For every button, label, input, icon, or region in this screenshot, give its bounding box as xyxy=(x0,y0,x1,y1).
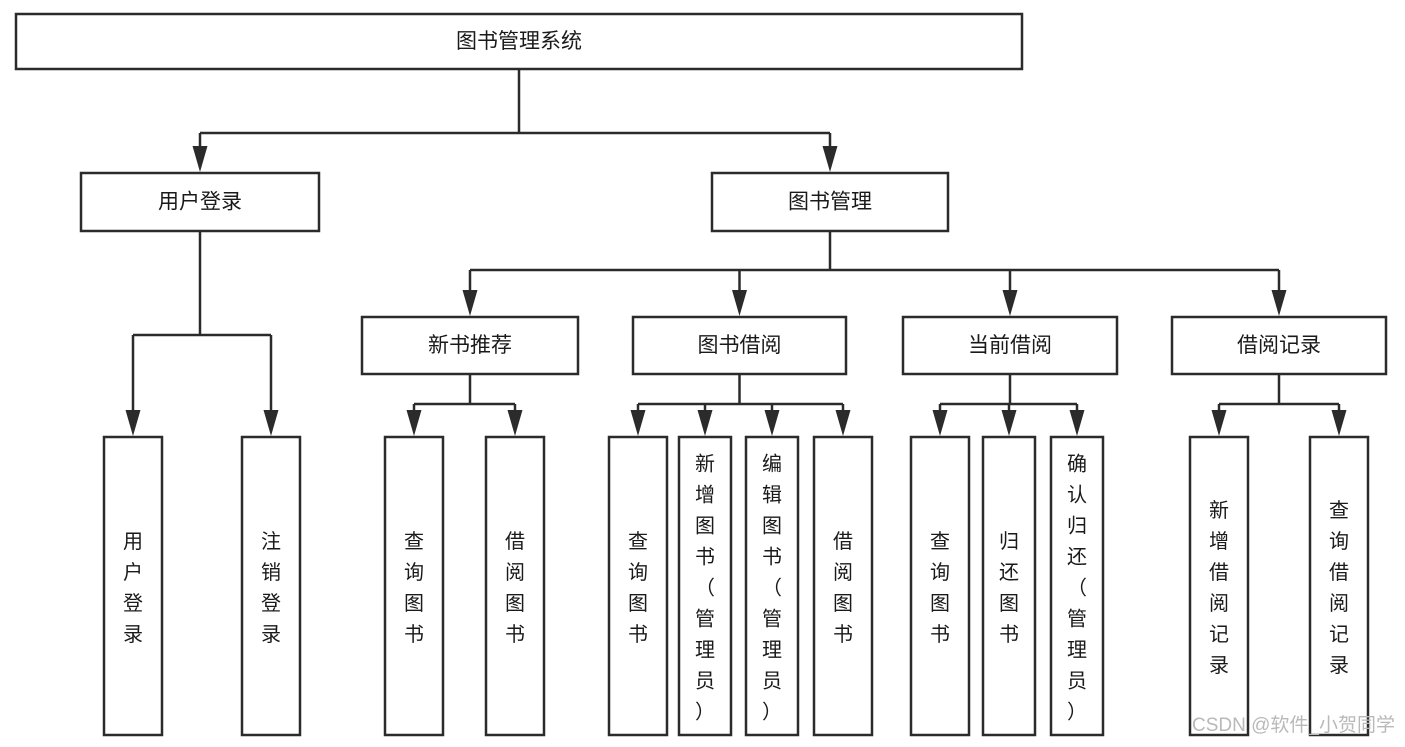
arrow-head-icon xyxy=(263,410,279,436)
node-label: 新书推荐 xyxy=(428,334,512,357)
arrow-head-icon xyxy=(462,290,478,316)
node-label: 注销登录 xyxy=(261,530,281,646)
arrow-head-icon xyxy=(932,410,948,436)
node-box[interactable] xyxy=(812,435,874,737)
node-box[interactable] xyxy=(360,315,580,376)
node-box[interactable] xyxy=(383,435,445,737)
node-l2_a[interactable]: 新书推荐 xyxy=(360,315,580,376)
arrow-head-icon xyxy=(1002,290,1018,316)
node-leaf_04[interactable]: 借阅图书 xyxy=(484,435,546,737)
node-box[interactable] xyxy=(484,435,546,737)
node-box[interactable] xyxy=(79,171,321,233)
node-label: 用户登录 xyxy=(123,531,143,646)
node-leaf_12[interactable]: 新增借阅记录 xyxy=(1188,435,1250,737)
node-label: 当前借阅 xyxy=(968,334,1052,357)
arrow-head-icon xyxy=(697,410,713,436)
node-label: 新增图书（管理员） xyxy=(695,453,715,724)
node-box[interactable] xyxy=(1049,435,1105,737)
node-leaf_11[interactable]: 确认归还（管理员） xyxy=(1049,435,1105,737)
node-leaf_06[interactable]: 新增图书（管理员） xyxy=(677,435,733,737)
node-label: 归还图书 xyxy=(999,530,1019,646)
node-box[interactable] xyxy=(744,435,800,737)
node-label: 图书管理 xyxy=(788,191,872,214)
node-label: 查询借阅记录 xyxy=(1329,499,1349,677)
node-label: 确认归还（管理员） xyxy=(1067,453,1087,724)
node-box[interactable] xyxy=(1308,435,1370,737)
node-label: 借阅图书 xyxy=(505,530,525,646)
node-leaf_10[interactable]: 归还图书 xyxy=(981,435,1037,737)
node-label: 图书借阅 xyxy=(698,334,782,357)
node-label: 查询图书 xyxy=(404,530,424,646)
arrow-head-icon xyxy=(1069,410,1085,436)
arrow-head-icon xyxy=(1211,410,1227,436)
arrow-head-icon xyxy=(732,290,747,316)
node-box[interactable] xyxy=(909,435,971,737)
node-box[interactable] xyxy=(631,315,848,376)
node-layer: 图书管理系统用户登录图书管理新书推荐图书借阅当前借阅借阅记录用户登录注销登录查询… xyxy=(14,12,1388,737)
arrow-head-icon xyxy=(764,410,780,436)
node-label: 新增借阅记录 xyxy=(1209,499,1229,677)
node-box[interactable] xyxy=(1170,315,1388,376)
node-leaf_02[interactable]: 注销登录 xyxy=(240,435,302,737)
node-label: 借阅记录 xyxy=(1237,334,1321,357)
arrow-head-icon xyxy=(1271,290,1287,316)
arrow-head-icon xyxy=(192,146,208,172)
node-l1_a[interactable]: 用户登录 xyxy=(79,171,321,233)
csdn-watermark: CSDN @软件_小贺同学 xyxy=(1192,714,1395,736)
node-leaf_03[interactable]: 查询图书 xyxy=(383,435,445,737)
node-leaf_08[interactable]: 借阅图书 xyxy=(812,435,874,737)
node-box[interactable] xyxy=(901,315,1119,376)
arrow-head-icon xyxy=(406,410,422,436)
node-label: 图书管理系统 xyxy=(456,30,582,53)
node-box[interactable] xyxy=(1188,435,1250,737)
node-l1_b[interactable]: 图书管理 xyxy=(710,171,950,233)
node-label: 用户登录 xyxy=(158,191,242,214)
arrow-head-icon xyxy=(1001,410,1017,436)
node-label: 借阅图书 xyxy=(833,530,853,646)
arrow-head-icon xyxy=(835,410,851,436)
node-leaf_09[interactable]: 查询图书 xyxy=(909,435,971,737)
node-box[interactable] xyxy=(240,435,302,737)
node-box[interactable] xyxy=(710,171,950,233)
node-l2_c[interactable]: 当前借阅 xyxy=(901,315,1119,376)
connector-layer xyxy=(125,69,1347,436)
node-l2_d[interactable]: 借阅记录 xyxy=(1170,315,1388,376)
node-label: 编辑图书（管理员） xyxy=(762,453,782,724)
arrow-head-icon xyxy=(822,146,838,172)
node-label: 查询图书 xyxy=(930,530,950,646)
node-l2_b[interactable]: 图书借阅 xyxy=(631,315,848,376)
node-box[interactable] xyxy=(607,435,669,737)
arrow-head-icon xyxy=(630,410,646,436)
node-label: 查询图书 xyxy=(628,530,648,646)
node-leaf_07[interactable]: 编辑图书（管理员） xyxy=(744,435,800,737)
node-leaf_05[interactable]: 查询图书 xyxy=(607,435,669,737)
arrow-head-icon xyxy=(125,410,141,436)
node-box[interactable] xyxy=(102,435,164,737)
arrow-head-icon xyxy=(1331,410,1347,436)
node-box[interactable] xyxy=(677,435,733,737)
node-leaf_01[interactable]: 用户登录 xyxy=(102,435,164,737)
node-box[interactable] xyxy=(14,12,1024,71)
node-root[interactable]: 图书管理系统 xyxy=(14,12,1024,71)
arrow-head-icon xyxy=(507,410,523,436)
node-leaf_13[interactable]: 查询借阅记录 xyxy=(1308,435,1370,737)
node-box[interactable] xyxy=(981,435,1037,737)
